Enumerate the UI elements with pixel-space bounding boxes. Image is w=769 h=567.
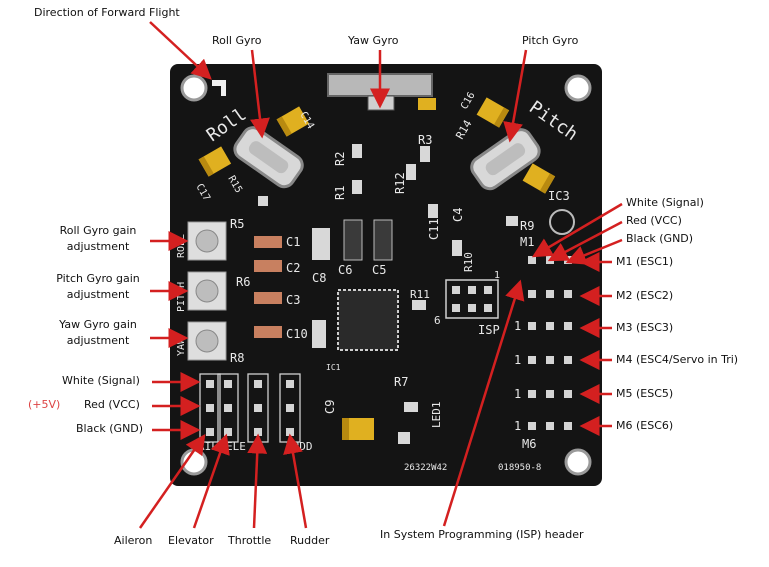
label-black-gnd-left: Black (GND) <box>76 422 144 435</box>
silk-r7: R7 <box>394 375 408 389</box>
silk-roll-pot: ROLL <box>176 234 187 258</box>
silk-c4: C4 <box>451 208 465 222</box>
label-white-signal-left: White (Signal) <box>62 374 140 387</box>
label-aileron: Aileron <box>114 534 153 547</box>
label-red-vcc-left: Red (VCC) <box>84 398 140 411</box>
label-elevator: Elevator <box>168 534 214 547</box>
label-white-signal-right: White (Signal) <box>626 196 704 209</box>
label-m3: M3 (ESC3) <box>616 321 674 334</box>
silk-ic1: IC1 <box>326 363 341 372</box>
label-pitch-gain-2: adjustment <box>66 288 130 301</box>
label-pitch-gyro: Pitch Gyro <box>522 34 579 47</box>
silk-one-m3: 1 <box>514 319 521 333</box>
silk-ele: ELE <box>226 440 246 453</box>
silk-r11: R11 <box>410 288 430 301</box>
silk-one-m5: 1 <box>514 387 521 401</box>
arrow-isp <box>442 279 525 527</box>
label-m1: M1 (ESC1) <box>616 255 674 268</box>
label-m6: M6 (ESC6) <box>616 419 674 432</box>
silk-r1: R1 <box>333 186 347 200</box>
silk-c8: C8 <box>312 271 326 285</box>
label-roll-gyro: Roll Gyro <box>212 34 262 47</box>
silk-led1: LED1 <box>430 402 443 429</box>
silk-serial-1: 26322W42 <box>404 463 447 473</box>
silk-r12: R12 <box>393 172 407 194</box>
silk-c2: C2 <box>286 261 300 275</box>
silk-r9: R9 <box>520 219 534 233</box>
silk-ic3: IC3 <box>548 189 570 203</box>
silk-r10: R10 <box>462 252 475 272</box>
silk-r3: R3 <box>418 133 432 147</box>
mounting-hole-top-left <box>180 74 208 102</box>
label-plus5v: (+5V) <box>28 398 61 411</box>
silk-six: 6 <box>434 314 441 327</box>
silk-yaw-pot: YAW <box>176 337 187 356</box>
silk-c3: C3 <box>286 293 300 307</box>
arrow-direction <box>149 21 212 80</box>
silk-pitch-pot: PITCH <box>176 282 187 312</box>
arrow-throttle <box>247 433 268 529</box>
arrow-roll-gyro <box>250 49 270 139</box>
label-black-gnd-right: Black (GND) <box>626 232 694 245</box>
label-roll-gain-2: adjustment <box>66 240 130 253</box>
microcontroller-ic1 <box>337 289 399 351</box>
arrow-red-right <box>547 220 623 262</box>
label-pitch-gain-1: Pitch Gyro gain <box>56 272 140 285</box>
capacitor-c9 <box>342 418 374 440</box>
isp-header <box>445 279 499 319</box>
silk-m6: M6 <box>522 437 536 451</box>
label-direction: Direction of Forward Flight <box>34 6 180 19</box>
label-red-vcc-right: Red (VCC) <box>626 214 682 227</box>
label-throttle: Throttle <box>228 534 272 547</box>
silk-one-m4: 1 <box>514 353 521 367</box>
receiver-input-headers <box>206 380 294 436</box>
silk-r6: R6 <box>236 275 250 289</box>
mounting-hole-bottom-right <box>564 448 592 476</box>
arrow-elevator <box>192 433 230 529</box>
forward-arrow-icon <box>212 80 226 96</box>
silk-r2: R2 <box>333 152 347 166</box>
silk-c5: C5 <box>372 263 386 277</box>
silk-isp: ISP <box>478 323 500 337</box>
silk-c6: C6 <box>338 263 352 277</box>
silk-r5: R5 <box>230 217 244 231</box>
silk-m1: M1 <box>520 235 534 249</box>
silk-one-m6: 1 <box>514 419 521 433</box>
silk-c1: C1 <box>286 235 300 249</box>
label-roll-gain-1: Roll Gyro gain <box>59 224 137 237</box>
silk-c11: C11 <box>427 218 441 240</box>
mounting-hole-top-right <box>564 74 592 102</box>
label-yaw-gain-2: adjustment <box>66 334 130 347</box>
label-yaw-gyro: Yaw Gyro <box>348 34 399 47</box>
arrow-aileron <box>138 433 206 529</box>
label-isp: In System Programming (ISP) header <box>380 528 584 541</box>
label-yaw-gain-1: Yaw Gyro gain <box>59 318 137 331</box>
label-m2: M2 (ESC2) <box>616 289 674 302</box>
silk-r8: R8 <box>230 351 244 365</box>
silk-c9: C9 <box>323 400 337 414</box>
arrow-rudder <box>283 433 308 529</box>
arrow-black-right <box>565 238 623 265</box>
arrow-pitch-gyro <box>503 49 528 143</box>
label-m4: M4 (ESC4/Servo in Tri) <box>616 353 739 366</box>
silk-serial-2: 018950-8 <box>498 463 541 473</box>
label-m5: M5 (ESC5) <box>616 387 674 400</box>
label-rudder: Rudder <box>290 534 330 547</box>
silk-c10: C10 <box>286 327 308 341</box>
silk-one-isp: 1 <box>494 270 500 281</box>
